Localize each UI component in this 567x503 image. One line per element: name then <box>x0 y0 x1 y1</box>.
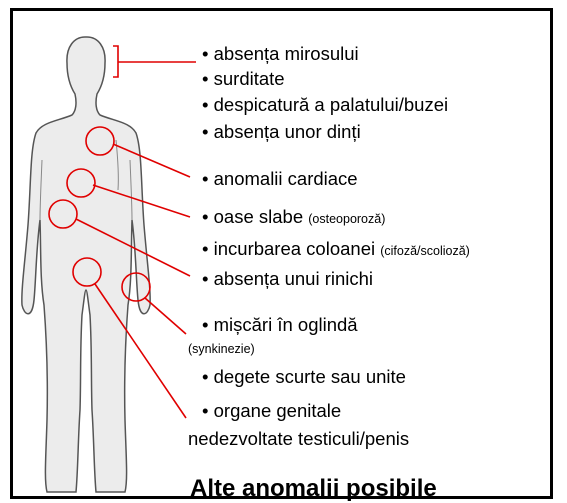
diagram-title: Alte anomalii posibile <box>190 475 437 503</box>
item-note: (synkinezie) <box>188 342 255 356</box>
item-mirror-movements: • mișcări în oglindă <box>202 314 358 336</box>
item-short-fingers: • degete scurte sau unite <box>202 366 406 388</box>
item-text: oase slabe <box>214 206 303 227</box>
hand-leader <box>145 298 186 334</box>
item-spine-curvature: • incurbarea coloanei (cifoză/scolioză) <box>202 238 470 262</box>
body-outline <box>22 37 150 492</box>
bullet: • <box>202 366 208 387</box>
human-silhouette <box>22 37 150 492</box>
item-text: despicatură a palatului/buzei <box>214 94 449 115</box>
item-missing-teeth: • absența unor dinți <box>202 121 361 143</box>
item-text: absența unui rinichi <box>214 268 373 289</box>
item-text: incurbarea coloanei <box>214 238 375 259</box>
item-note: (osteoporoză) <box>308 212 385 226</box>
item-absent-smell: • absența mirosului <box>202 43 359 65</box>
bullet: • <box>202 238 208 259</box>
item-mirror-movements-note: (synkinezie) <box>188 336 255 360</box>
item-text: mișcări în oglindă <box>214 314 358 335</box>
item-text: anomalii cardiace <box>214 168 358 189</box>
item-cardiac: • anomalii cardiace <box>202 168 358 190</box>
item-genitals-line2: nedezvoltate testiculi/penis <box>188 428 409 450</box>
bullet: • <box>202 43 208 64</box>
bullet: • <box>202 168 208 189</box>
bullet: • <box>202 400 208 421</box>
item-missing-kidney: • absența unui rinichi <box>202 268 373 290</box>
bullet: • <box>202 68 208 89</box>
item-weak-bones: • oase slabe (osteoporoză) <box>202 206 385 230</box>
bullet: • <box>202 268 208 289</box>
item-text: absența mirosului <box>214 43 359 64</box>
item-text-line2: nedezvoltate testiculi/penis <box>188 428 409 449</box>
bullet: • <box>202 121 208 142</box>
item-text: absența unor dinți <box>214 121 361 142</box>
item-deafness: • surditate <box>202 68 285 90</box>
bullet: • <box>202 206 208 227</box>
item-text: surditate <box>214 68 285 89</box>
item-note: (cifoză/scolioză) <box>380 244 470 258</box>
item-genitals: • organe genitale <box>202 400 341 422</box>
item-text: organe genitale <box>214 400 342 421</box>
item-text: degete scurte sau unite <box>214 366 406 387</box>
bullet: • <box>202 314 208 335</box>
bullet: • <box>202 94 208 115</box>
item-cleft-palate: • despicatură a palatului/buzei <box>202 94 448 116</box>
head-bracket <box>113 46 118 77</box>
